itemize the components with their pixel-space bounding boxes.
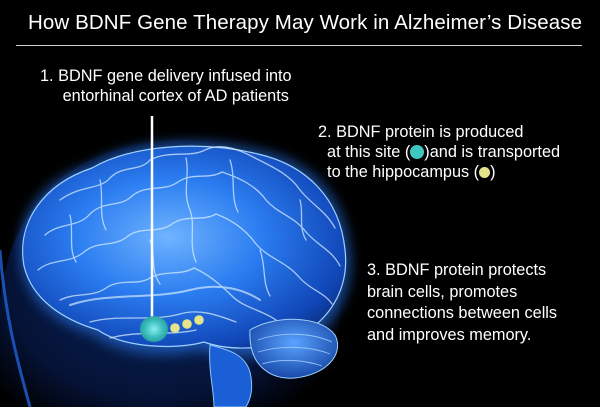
hippocampus-dot (170, 323, 180, 333)
step-2-line: 2. BDNF protein is produced (318, 123, 524, 141)
step-2-line: to the hippocampus () (318, 162, 560, 182)
step-1-line: 1. BDNF gene delivery infused into (40, 67, 292, 85)
step-3-line: and improves memory. (367, 325, 532, 344)
step-3-line: brain cells, promotes (367, 282, 518, 301)
step-2-text: to the hippocampus ( (318, 163, 480, 181)
step-2-annotation: 2. BDNF protein is produced at this site… (318, 122, 560, 182)
step-3-annotation: 3. BDNF protein protects brain cells, pr… (367, 260, 557, 346)
hippocampus-dot (182, 319, 192, 329)
step-2-text: at this site ( (318, 143, 411, 161)
step-1-annotation: 1. BDNF gene delivery infused into entor… (40, 66, 292, 106)
face-profile (0, 249, 32, 407)
hippocampus-dot (194, 315, 204, 325)
step-3-line: connections between cells (367, 304, 558, 322)
injection-site-legend-dot (410, 145, 425, 159)
step-2-line: at this site ( )and is transported (318, 142, 560, 162)
step-2-text: ) (490, 163, 496, 181)
cerebrum (22, 145, 347, 349)
cerebellum (249, 318, 338, 379)
step-3-line: 3. BDNF protein protects (367, 261, 547, 279)
title-divider (16, 45, 582, 46)
step-1-line: entorhinal cortex of AD patients (40, 87, 289, 105)
brainstem (209, 344, 253, 407)
step-2-text: )and is transported (424, 143, 561, 161)
hippocampus-legend-dot (479, 167, 491, 178)
injection-site-dot (140, 316, 168, 342)
diagram-title: How BDNF Gene Therapy May Work in Alzhei… (28, 11, 583, 34)
